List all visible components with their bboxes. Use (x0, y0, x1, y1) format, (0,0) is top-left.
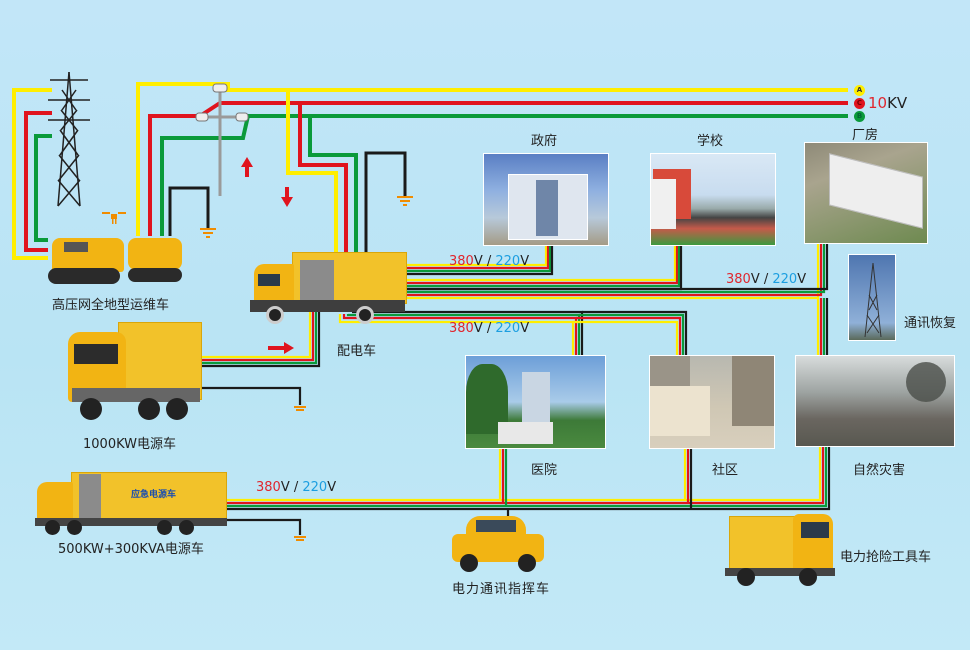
transmission-tower-icon (48, 71, 90, 207)
arrow-down-icon (281, 187, 293, 207)
phase-a-marker: A (854, 85, 865, 96)
telecom-label: 通讯恢复 (904, 316, 957, 331)
voltage-label-distribution-1: 380V / 220V (449, 254, 529, 269)
volt-low: 220 (772, 272, 798, 287)
volt-unit: V (797, 272, 807, 287)
power-truck-500kw-body-text: 应急电源车 (131, 490, 177, 500)
arrow-up-icon (241, 157, 253, 177)
disaster-label: 自然灾害 (853, 463, 906, 478)
voltage-number: 10 (868, 94, 888, 112)
phase-c-marker: C (854, 98, 865, 109)
utility-pole (195, 83, 249, 196)
hv-bus (248, 88, 848, 118)
voltage-label-distribution-2: 380V / 220V (449, 321, 529, 336)
volt-high: 380 (449, 254, 474, 269)
hospital-photo (465, 355, 606, 449)
distribution-outputs (200, 244, 831, 535)
telecom-tower-photo (848, 254, 896, 341)
volt-high: 380 (726, 272, 751, 287)
voltage-label-bottom: 380V / 220V (256, 480, 336, 495)
community-photo (649, 355, 775, 449)
volt-high: 380 (256, 480, 281, 495)
distribution-truck (250, 252, 407, 326)
school-label: 学校 (697, 134, 724, 149)
volt-sep: / (482, 321, 496, 336)
command-vehicle-label: 电力通讯指挥车 (452, 582, 551, 597)
volt-unit: V (473, 321, 483, 336)
volt-unit: V (473, 254, 483, 269)
government-label: 政府 (531, 134, 558, 149)
atv-to-pole (136, 82, 288, 236)
school-photo (650, 153, 776, 246)
volt-sep: / (759, 272, 773, 287)
government-photo (483, 153, 609, 246)
arrow-right-icon (268, 342, 294, 354)
drone-icon (102, 212, 126, 224)
distribution-truck-label: 配电车 (337, 344, 377, 359)
volt-sep: / (289, 480, 303, 495)
hospital-label: 医院 (531, 463, 558, 478)
command-vehicle (452, 510, 544, 576)
tower-feed (12, 88, 52, 260)
volt-unit: V (520, 321, 530, 336)
voltage-unit: KV (887, 94, 908, 112)
rescue-tool-truck (725, 512, 835, 588)
volt-unit: V (280, 480, 290, 495)
voltage-legend: 10KV (868, 94, 907, 112)
all-terrain-vehicle (48, 230, 184, 288)
flow-arrows (241, 157, 294, 354)
bus-to-distribution (286, 90, 407, 256)
volt-unit: V (750, 272, 760, 287)
phase-b-marker: B (854, 111, 865, 122)
voltage-label-trunk: 380V / 220V (726, 272, 806, 287)
power-truck-1000kw-label: 1000KW电源车 (83, 437, 176, 452)
volt-unit: V (327, 480, 337, 495)
power-truck-500kw: 应急电源车 (35, 470, 227, 536)
factory-photo (804, 142, 928, 244)
all-terrain-vehicle-label: 高压网全地型运维车 (52, 298, 170, 313)
ground-symbols (200, 196, 413, 541)
volt-low: 220 (495, 321, 521, 336)
volt-low: 220 (495, 254, 521, 269)
volt-high: 380 (449, 321, 474, 336)
volt-low: 220 (302, 480, 328, 495)
power-truck-1000kw (62, 318, 202, 422)
power-truck-500kw-label: 500KW+300KVA电源车 (58, 542, 204, 557)
volt-sep: / (482, 254, 496, 269)
community-label: 社区 (712, 463, 739, 478)
factory-label: 厂房 (852, 128, 879, 143)
rescue-tool-truck-label: 电力抢险工具车 (840, 550, 932, 565)
volt-unit: V (520, 254, 530, 269)
disaster-photo (795, 355, 955, 447)
